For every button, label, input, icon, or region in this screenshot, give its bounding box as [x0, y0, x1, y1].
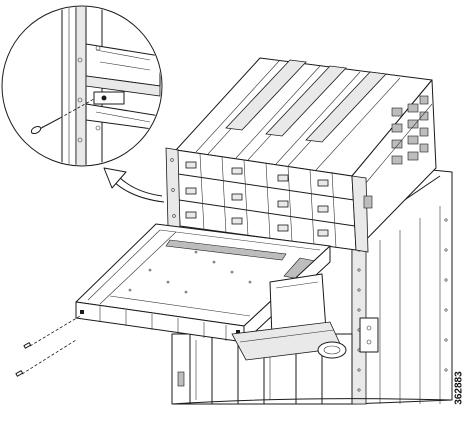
callout-arrow [103, 167, 165, 203]
shelf-front-slots [80, 306, 240, 341]
card-slots [177, 153, 356, 249]
detail-callout-circle [1, 5, 163, 167]
screw-icon [30, 117, 61, 135]
shelf-rivets [87, 229, 321, 317]
screw-icon [23, 342, 32, 349]
figure-id-label: 362883 [452, 368, 466, 408]
brand-plate [276, 293, 310, 313]
extension-shelf [75, 223, 347, 361]
side-vents [391, 95, 429, 165]
mounting-screws [15, 315, 81, 377]
card-cage-chassis [165, 57, 437, 253]
figure-id-text: 362883 [453, 371, 465, 405]
screw-icon [15, 370, 24, 377]
